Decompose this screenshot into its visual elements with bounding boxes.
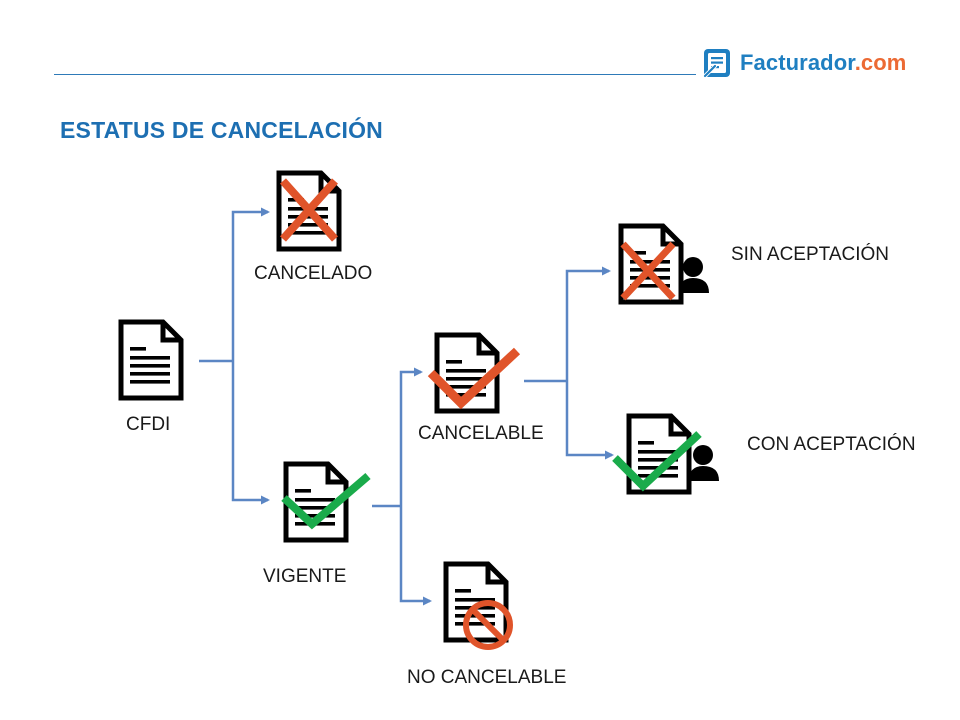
connectors (199, 207, 614, 606)
connector-vigente-cancelable (399, 367, 423, 506)
no-cancelable-label: NO CANCELABLE (407, 667, 567, 688)
connector-cfdi-vigente (231, 361, 270, 505)
cancelable-node-icon (427, 335, 521, 411)
prohibited-icon (463, 600, 513, 650)
con-aceptacion-node-icon (612, 416, 719, 492)
connector-cancelable-con-aceptacion (565, 381, 614, 460)
green-check-icon (612, 431, 702, 492)
logo-tld: .com (854, 50, 907, 75)
connector-vigente-no-cancelable (399, 506, 432, 606)
sin-aceptacion-node-icon (621, 226, 709, 302)
logo-name: Facturador (740, 50, 855, 75)
cross-icon (620, 241, 676, 301)
cancelable-label: CANCELABLE (418, 423, 544, 444)
cancelado-label: CANCELADO (254, 263, 373, 284)
header-rule (54, 74, 696, 75)
facturador-logo[interactable]: Facturador.com (702, 46, 906, 80)
con-aceptacion-label: CON ACEPTACIÓN (747, 434, 916, 455)
cross-icon (280, 178, 338, 242)
cfdi-label: CFDI (126, 414, 171, 435)
connector-cancelable-sin-aceptacion (565, 266, 611, 381)
page-title: ESTATUS DE CANCELACIÓN (60, 117, 383, 143)
cancelado-node-icon (279, 173, 339, 249)
logo-wordmark: Facturador.com (740, 52, 906, 74)
vigente-node-icon (281, 464, 371, 540)
no-cancelable-node-icon (446, 564, 513, 650)
cfdi-node-icon (121, 322, 181, 398)
sin-aceptacion-label: SIN ACEPTACIÓN (731, 244, 890, 265)
connector-cfdi-cancelado (231, 207, 270, 361)
green-check-icon (281, 472, 371, 530)
orange-check-icon (427, 347, 521, 410)
invoice-logo-icon (703, 49, 730, 78)
vigente-label: VIGENTE (263, 566, 347, 587)
